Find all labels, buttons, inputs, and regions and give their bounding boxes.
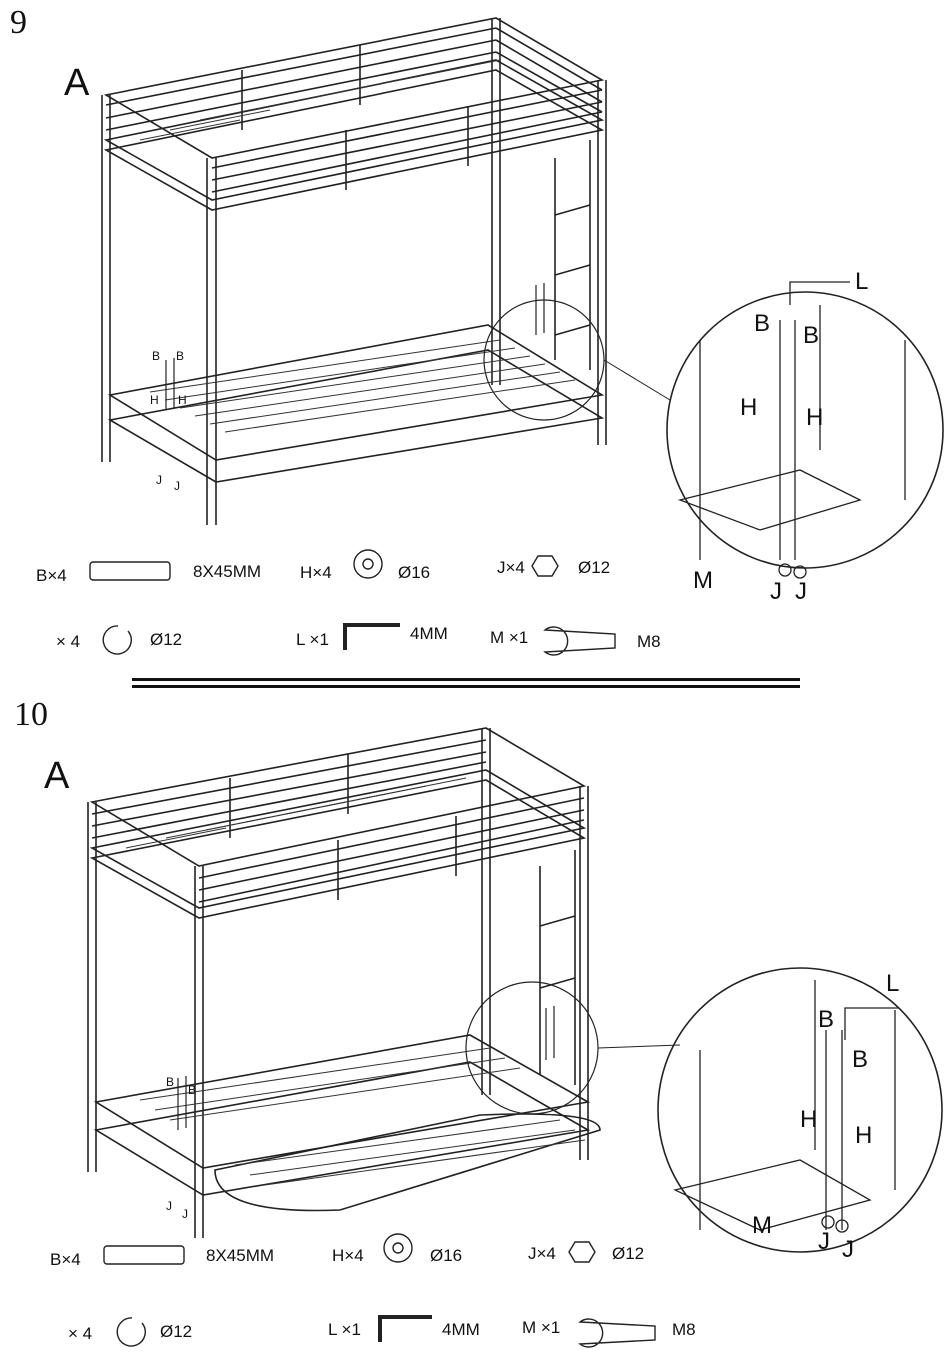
step-9-callout-l: L bbox=[855, 268, 868, 296]
step-10-part-j-qty: J×4 bbox=[528, 1244, 556, 1264]
step-9-small-label-b: B bbox=[152, 349, 160, 363]
step-9-part-m-qty: M ×1 bbox=[490, 628, 528, 648]
step-10-bunk-bed-drawing: B B J J bbox=[0, 690, 950, 1353]
step-10-part-l-spec: 4MM bbox=[442, 1320, 480, 1340]
step-9-part-lockwasher-qty: × 4 bbox=[56, 632, 80, 652]
step-10-callout-b-right: B bbox=[852, 1046, 868, 1074]
step-9-callout-b-right: B bbox=[803, 322, 819, 350]
step-9-small-label-j2: J bbox=[174, 479, 180, 493]
step-9-callout-m: M bbox=[693, 567, 713, 595]
step-9-callout-h-right: H bbox=[806, 404, 823, 432]
step-10-callout-h: H bbox=[800, 1106, 817, 1134]
step-9-part-j-qty: J×4 bbox=[497, 558, 525, 578]
step-9-washer-icon bbox=[354, 550, 382, 578]
step-10-bolt-icon bbox=[104, 1246, 184, 1264]
step-9-slats bbox=[140, 60, 575, 432]
step-10-part-m-qty: M ×1 bbox=[522, 1318, 560, 1338]
step-9-part-b-spec: 8X45MM bbox=[193, 562, 261, 582]
step-10-callout-h-right: H bbox=[855, 1122, 872, 1150]
step-10-leader-line bbox=[598, 1045, 680, 1048]
step-9-part-lockwasher-spec: Ø12 bbox=[150, 630, 182, 650]
step-10-bolt-cluster bbox=[178, 1006, 554, 1130]
step-divider-bottom bbox=[132, 685, 800, 688]
step-9-nut-icon bbox=[532, 556, 558, 576]
step-10-nut-icon bbox=[569, 1242, 595, 1262]
step-10-small-label-b: B bbox=[166, 1075, 174, 1089]
step-10-part-j-spec: Ø12 bbox=[612, 1244, 644, 1264]
step-10-callout-b: B bbox=[818, 1006, 834, 1034]
step-10-callout-m: M bbox=[752, 1212, 772, 1240]
step-10-part-lockwasher-qty: × 4 bbox=[68, 1324, 92, 1344]
step-10-callout-j: J bbox=[818, 1228, 830, 1256]
step-9-part-h-qty: H×4 bbox=[300, 563, 332, 583]
step-9-small-label-h: H bbox=[150, 393, 159, 407]
step-9-small-label-b2: B bbox=[176, 349, 184, 363]
step-10-washer-icon bbox=[384, 1234, 412, 1262]
step-9-small-label-j: J bbox=[156, 473, 162, 487]
step-9-small-label-h2: H bbox=[178, 393, 187, 407]
step-10-part-h-qty: H×4 bbox=[332, 1246, 364, 1266]
step-9-callout-j: J bbox=[770, 578, 782, 606]
step-9-wrench-icon bbox=[545, 627, 615, 655]
step-9-callout-b: B bbox=[754, 310, 770, 338]
step-10-wrench-icon bbox=[580, 1319, 655, 1347]
step-10-small-label-j: J bbox=[166, 1199, 172, 1213]
step-10-small-label-b2: B bbox=[188, 1083, 196, 1097]
step-10-lock-washer-icon bbox=[117, 1318, 145, 1346]
step-10-magnified-parts bbox=[675, 980, 898, 1232]
step-10-part-h-spec: Ø16 bbox=[430, 1246, 462, 1266]
step-9-callout-j-right: J bbox=[795, 578, 807, 606]
step-10-part-l-qty: L ×1 bbox=[328, 1320, 361, 1340]
step-10-part-m-spec: M8 bbox=[672, 1320, 696, 1340]
step-10-small-label-j2: J bbox=[182, 1207, 188, 1221]
step-9-lock-washer-icon bbox=[103, 626, 131, 654]
step-9-leader-line bbox=[604, 360, 670, 400]
step-10-part-lockwasher-spec: Ø12 bbox=[160, 1322, 192, 1342]
step-9-part-j-spec: Ø12 bbox=[578, 558, 610, 578]
step-9-part-l-qty: L ×1 bbox=[296, 630, 329, 650]
step-10-callout-l: L bbox=[886, 970, 899, 998]
step-9-part-b-qty: B×4 bbox=[36, 566, 67, 586]
step-10-detail-marker bbox=[466, 982, 598, 1114]
step-9-part-h-spec: Ø16 bbox=[398, 563, 430, 583]
step-10-part-b-spec: 8X45MM bbox=[206, 1246, 274, 1266]
step-divider-top bbox=[132, 678, 800, 681]
step-10-part-b-qty: B×4 bbox=[50, 1250, 81, 1270]
step-9-bed-frame bbox=[102, 18, 606, 525]
step-9-hex-key-icon bbox=[345, 625, 400, 650]
step-9-bolt-icon bbox=[90, 562, 170, 580]
step-10-hex-key-icon bbox=[380, 1317, 432, 1342]
step-9-part-m-spec: M8 bbox=[637, 632, 661, 652]
step-9-part-l-spec: 4MM bbox=[410, 624, 448, 644]
step-10-callout-j-right: J bbox=[842, 1236, 854, 1264]
step-9-callout-h: H bbox=[740, 394, 757, 422]
